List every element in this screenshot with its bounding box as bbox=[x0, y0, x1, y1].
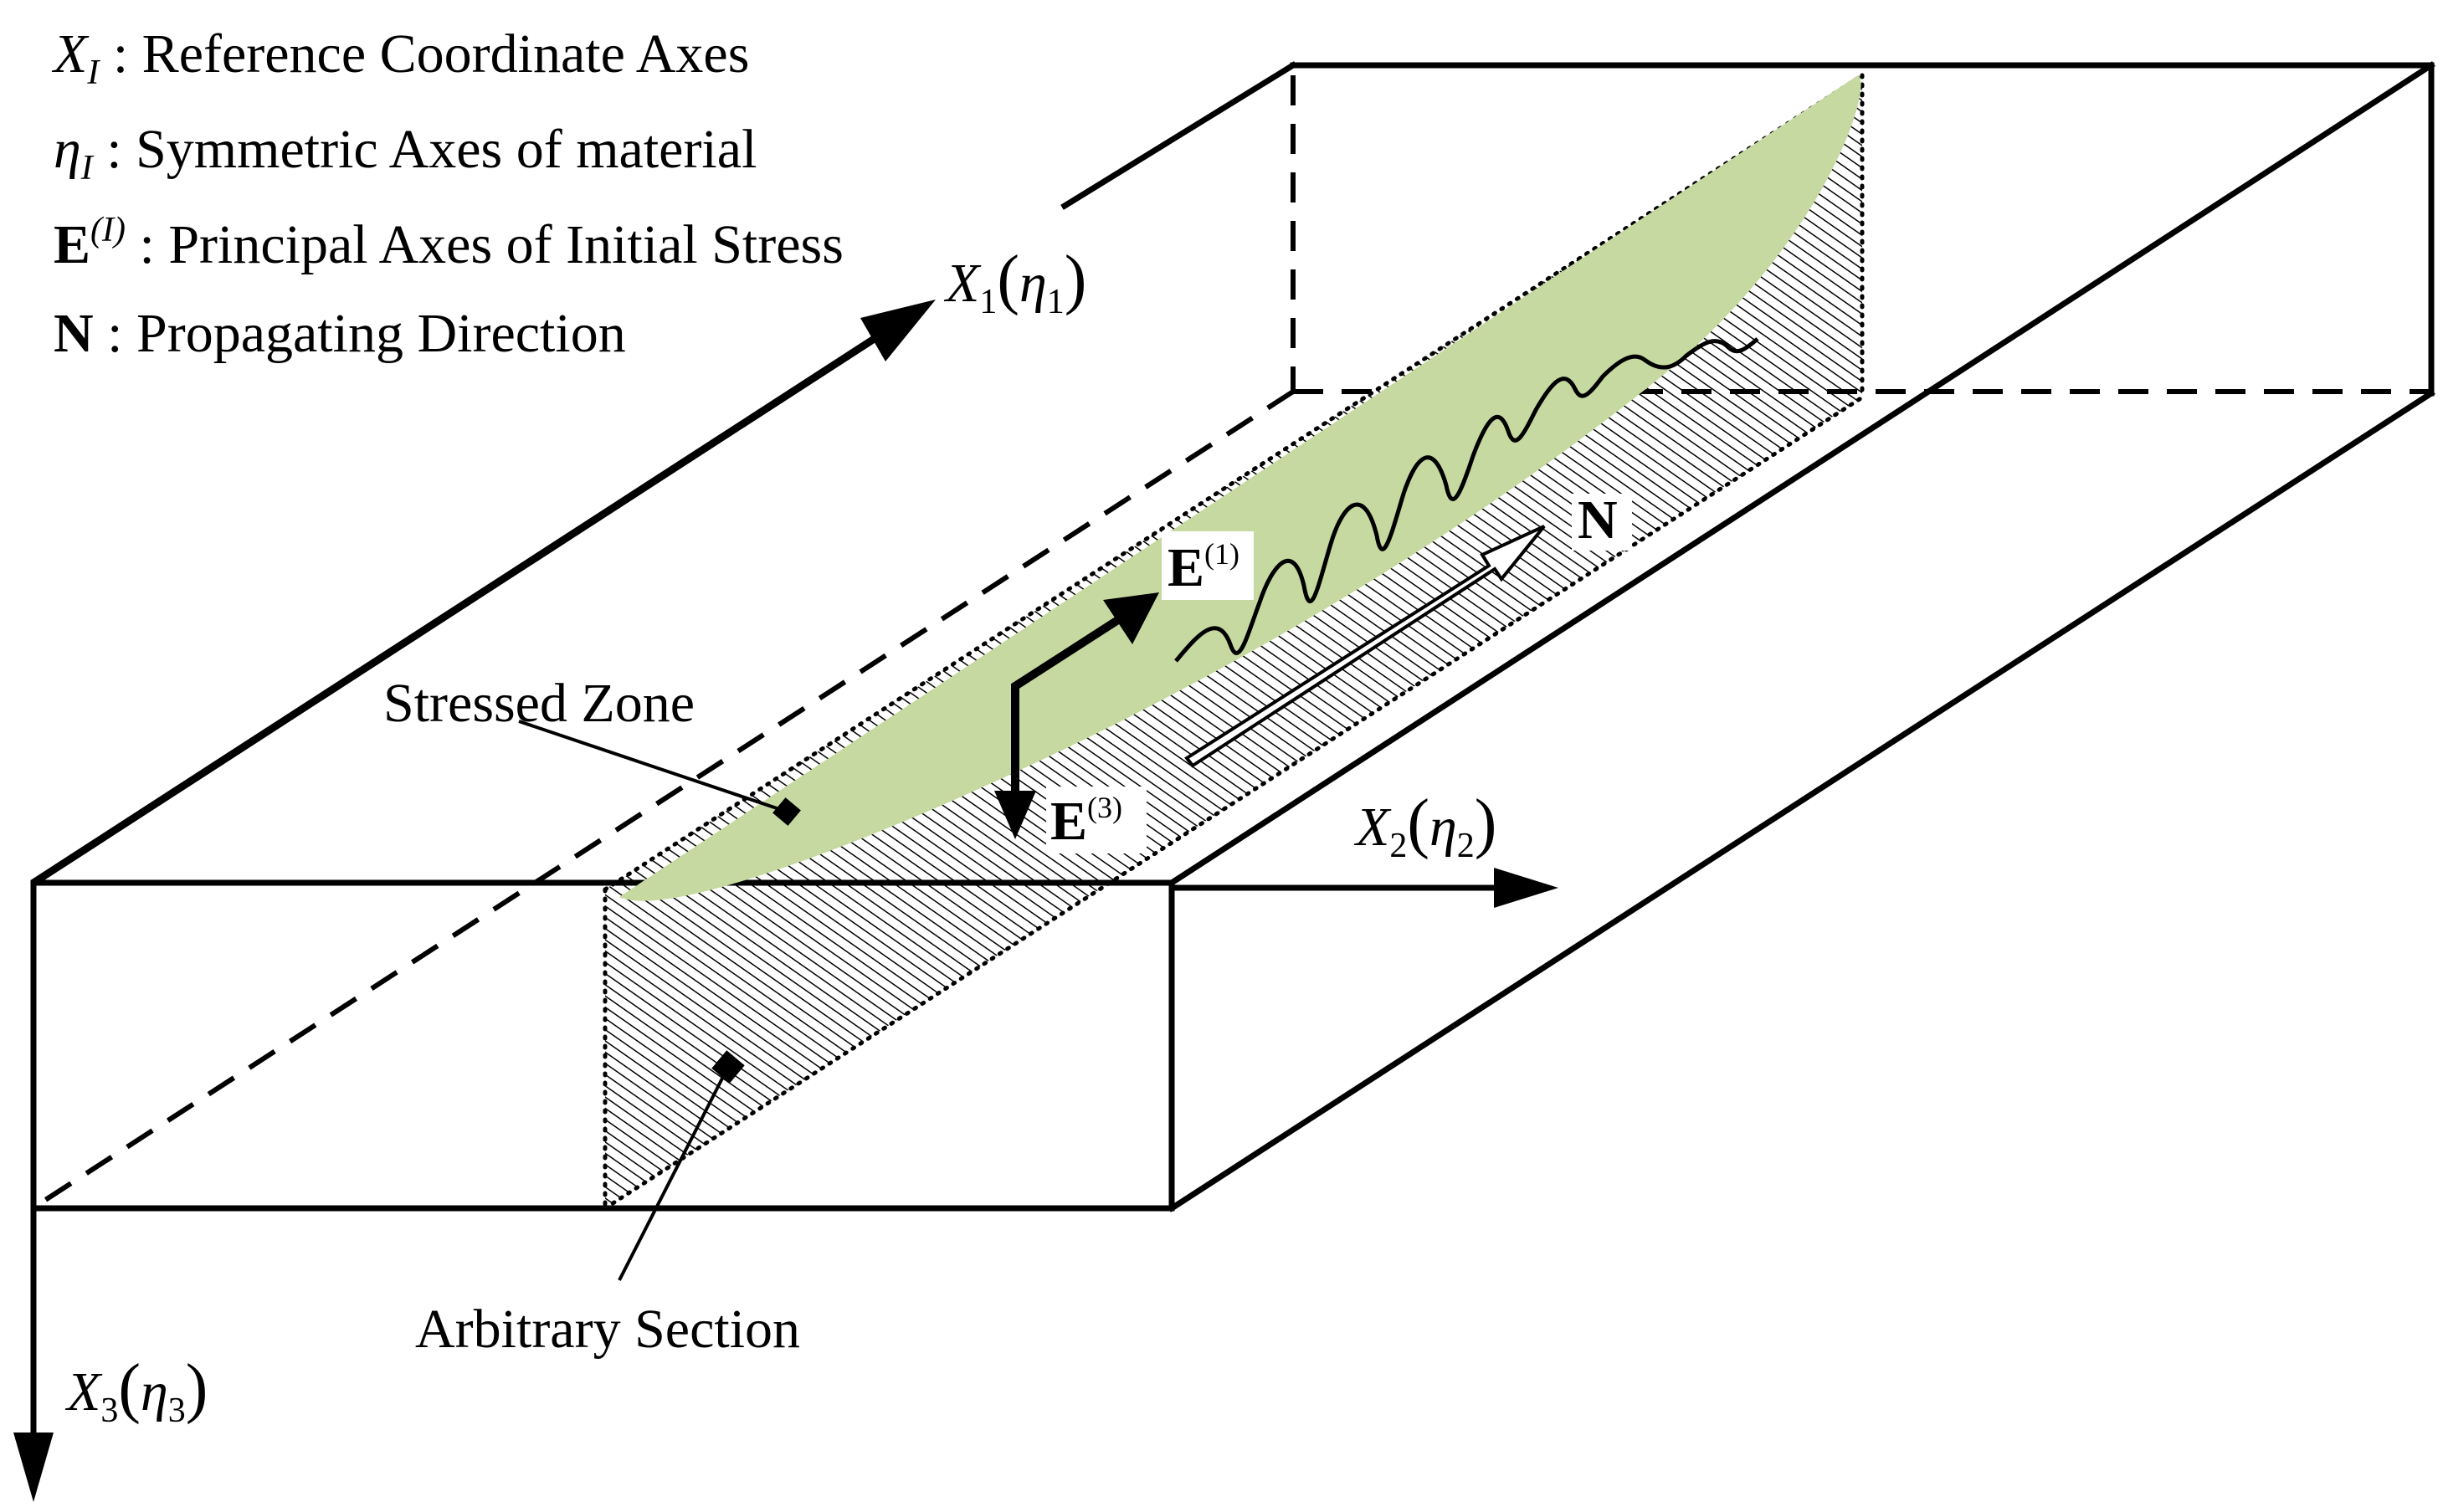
legend-row-symmetric-axes: ηI : Symmetric Axes of material bbox=[54, 119, 757, 187]
x3-axis-label: X3(η3) bbox=[64, 1351, 208, 1430]
propagation-direction-arrow bbox=[1184, 525, 1546, 768]
legend-row-propagating-direction: N : Propagating Direction bbox=[54, 303, 626, 364]
e1-label-background bbox=[1162, 531, 1254, 600]
e3-label: E(3) bbox=[1050, 791, 1122, 852]
e1-arrowhead bbox=[1103, 592, 1159, 644]
stressed-zone-label: Stressed Zone bbox=[383, 673, 695, 734]
arbitrary-section-marker bbox=[711, 1050, 745, 1084]
legend-separator: : bbox=[94, 303, 136, 364]
arbitrary-section-leader bbox=[618, 1050, 745, 1281]
principal-stress-axes bbox=[1011, 611, 1128, 812]
legend-text-reference-axes: Reference Coordinate Axes bbox=[142, 23, 750, 85]
x3-axis-arrowhead bbox=[13, 1433, 54, 1502]
legend-text-principal-axes: Principal Axes of Initial Stress bbox=[168, 214, 844, 275]
box-outline bbox=[30, 61, 2435, 1212]
arbitrary-section-label: Arbitrary Section bbox=[415, 1299, 800, 1360]
legend-symbol-eta: η bbox=[54, 119, 81, 180]
n-label: N bbox=[1578, 489, 1618, 551]
e3-label-background bbox=[1046, 787, 1147, 853]
box-bottom-right-edge bbox=[1168, 389, 2435, 1212]
stressed-zone-marker bbox=[772, 797, 801, 826]
stressed-zone-region bbox=[619, 75, 1861, 901]
x2-axis-arrowhead bbox=[1494, 868, 1558, 908]
legend-symbol-e: E bbox=[54, 214, 90, 275]
x1-axis bbox=[31, 300, 936, 886]
box-top-left-edge-upper bbox=[1060, 61, 1297, 210]
x2-axis bbox=[1172, 868, 1558, 908]
legend-row-principal-axes: E(I) : Principal Axes of Initial Stress bbox=[54, 211, 844, 275]
legend-symbol-e-sup: (I) bbox=[90, 211, 126, 249]
legend: XI : Reference Coordinate Axes ηI : Symm… bbox=[51, 23, 844, 364]
legend-text-symmetric-axes: Symmetric Axes of material bbox=[136, 119, 757, 180]
legend-row-reference-axes: XI : Reference Coordinate Axes bbox=[51, 23, 749, 92]
e3-arrowhead bbox=[994, 791, 1036, 839]
hidden-bottom-left-edge bbox=[36, 389, 1295, 1207]
legend-symbol-eta-sub: I bbox=[80, 149, 95, 187]
legend-text-propagating-direction: Propagating Direction bbox=[136, 303, 626, 364]
legend-symbol-n: N bbox=[54, 303, 94, 364]
x3-axis bbox=[13, 883, 54, 1502]
propagating-wave bbox=[1174, 337, 1759, 663]
x1-axis-arrowhead bbox=[860, 300, 936, 361]
legend-separator: : bbox=[93, 119, 136, 180]
x1-axis-label: X1(η1) bbox=[943, 243, 1086, 321]
legend-symbol-x: X bbox=[51, 23, 90, 85]
e1-label: E(1) bbox=[1168, 537, 1239, 598]
legend-symbol-x-sub: I bbox=[86, 54, 100, 92]
legend-separator: : bbox=[99, 23, 141, 85]
legend-separator: : bbox=[126, 214, 168, 275]
arbitrary-section-outline bbox=[603, 73, 1865, 1211]
box-top-right-edge bbox=[1168, 61, 2435, 887]
stressed-zone-leader bbox=[518, 720, 801, 826]
box-hidden-edges bbox=[36, 75, 2431, 1207]
x2-axis-label: X2(η2) bbox=[1353, 787, 1496, 865]
n-label-background bbox=[1572, 494, 1632, 551]
